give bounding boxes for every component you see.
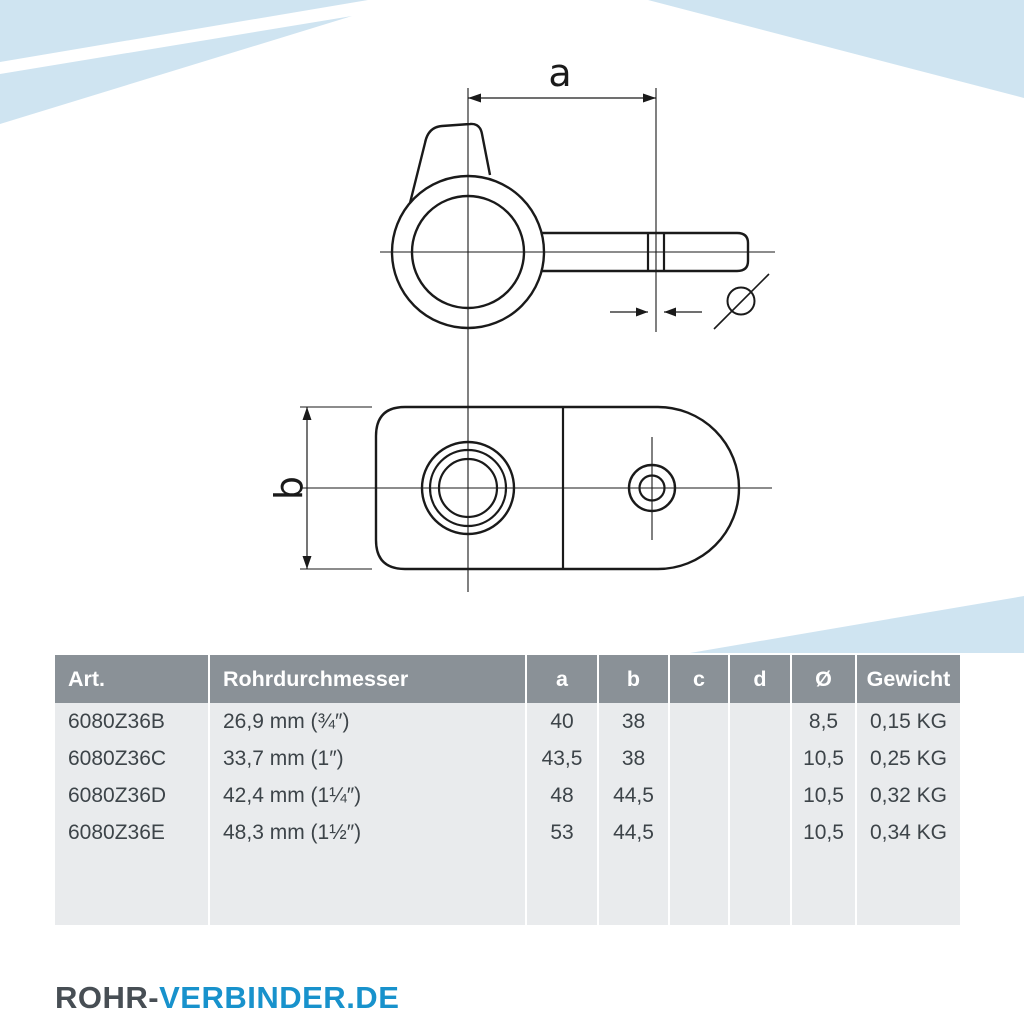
table-cell: [670, 777, 728, 814]
dimension-diameter: [610, 273, 770, 330]
table-cell: 8,5: [792, 703, 855, 740]
table-cell: [670, 814, 728, 851]
pipe-bore-outer: [420, 440, 516, 536]
dimension-b-label: b: [267, 476, 311, 500]
decor-top-left-1: [0, 0, 368, 62]
arrowhead-up: [302, 407, 312, 420]
decor-right-band: [690, 596, 1024, 653]
table-filler-cell: [210, 851, 525, 925]
ring-outer: [390, 174, 546, 330]
site-logo: ROHR-VERBINDER.DE: [55, 980, 399, 1016]
arrowhead-right: [643, 93, 656, 103]
clamp-tab: [408, 122, 492, 204]
table-header-diameter: Ø: [792, 655, 855, 703]
small-hole-inner: [638, 474, 666, 502]
logo-part-dark: ROHR-: [55, 980, 160, 1015]
table-cell: 33,7 mm (1″): [210, 740, 525, 777]
table-cell: [670, 740, 728, 777]
diameter-symbol-slash: [713, 273, 770, 330]
table-cell: 48,3 mm (1½″): [210, 814, 525, 851]
table-filler-cell: [670, 851, 728, 925]
decor-shapes: [0, 0, 1024, 653]
table-cell: 0,32 KG: [857, 777, 960, 814]
ring-inner: [410, 194, 526, 310]
table-cell: 6080Z36D: [55, 777, 208, 814]
table-cell: 44,5: [599, 777, 668, 814]
decor-top-right: [648, 0, 1024, 98]
table-cell: 10,5: [792, 740, 855, 777]
table-cell: 10,5: [792, 814, 855, 851]
table-filler-cell: [730, 851, 790, 925]
table-filler-cell: [599, 851, 668, 925]
table-header-a: a: [527, 655, 597, 703]
table-cell: 44,5: [599, 814, 668, 851]
table-cell: [730, 814, 790, 851]
diameter-symbol-circle: [726, 286, 756, 316]
table-header-d: d: [730, 655, 790, 703]
top-view: [380, 88, 775, 592]
table-filler-cell: [792, 851, 855, 925]
table-cell: 6080Z36B: [55, 703, 208, 740]
table-header-art: Art.: [55, 655, 208, 703]
dimension-b: [300, 406, 372, 570]
table-cell: 40: [527, 703, 597, 740]
table-cell: [730, 703, 790, 740]
front-outline: [374, 405, 741, 571]
dimension-a-label: a: [548, 51, 571, 95]
table-header-gewicht: Gewicht: [857, 655, 960, 703]
table-cell: 38: [599, 740, 668, 777]
diameter-arrow-left-head: [636, 307, 648, 317]
pipe-bore-inner: [437, 457, 499, 519]
dimension-a: [468, 88, 657, 332]
diameter-arrow-right-head: [664, 307, 676, 317]
table-cell: 42,4 mm (1¼″): [210, 777, 525, 814]
logo-part-blue: VERBINDER.DE: [159, 980, 400, 1015]
table-cell: 0,34 KG: [857, 814, 960, 851]
table-filler-cell: [55, 851, 208, 925]
table-filler-cell: [857, 851, 960, 925]
arrowhead-down: [302, 556, 312, 569]
table-cell: 6080Z36C: [55, 740, 208, 777]
front-view: [300, 405, 772, 571]
arrowhead-left: [468, 93, 481, 103]
table-cell: [670, 703, 728, 740]
table-cell: 38: [599, 703, 668, 740]
table-filler-cell: [527, 851, 597, 925]
table-cell: [730, 777, 790, 814]
spec-table: Art. Rohrdurchmesser a b c d Ø Gewicht 6…: [55, 655, 960, 925]
table-header-c: c: [670, 655, 728, 703]
table-cell: [730, 740, 790, 777]
table-header-rohrdurchmesser: Rohrdurchmesser: [210, 655, 525, 703]
table-cell: 6080Z36E: [55, 814, 208, 851]
table-cell: 48: [527, 777, 597, 814]
table-cell: 10,5: [792, 777, 855, 814]
table-cell: 26,9 mm (¾″): [210, 703, 525, 740]
table-cell: 0,15 KG: [857, 703, 960, 740]
table-header-b: b: [599, 655, 668, 703]
table-cell: 43,5: [527, 740, 597, 777]
technical-drawing: a: [267, 51, 775, 592]
arm-end-cap: [736, 231, 750, 273]
table-cell: 53: [527, 814, 597, 851]
pipe-bore-middle: [428, 448, 508, 528]
table-cell: 0,25 KG: [857, 740, 960, 777]
decor-top-left-2: [0, 16, 352, 124]
small-hole-outer: [627, 463, 677, 513]
